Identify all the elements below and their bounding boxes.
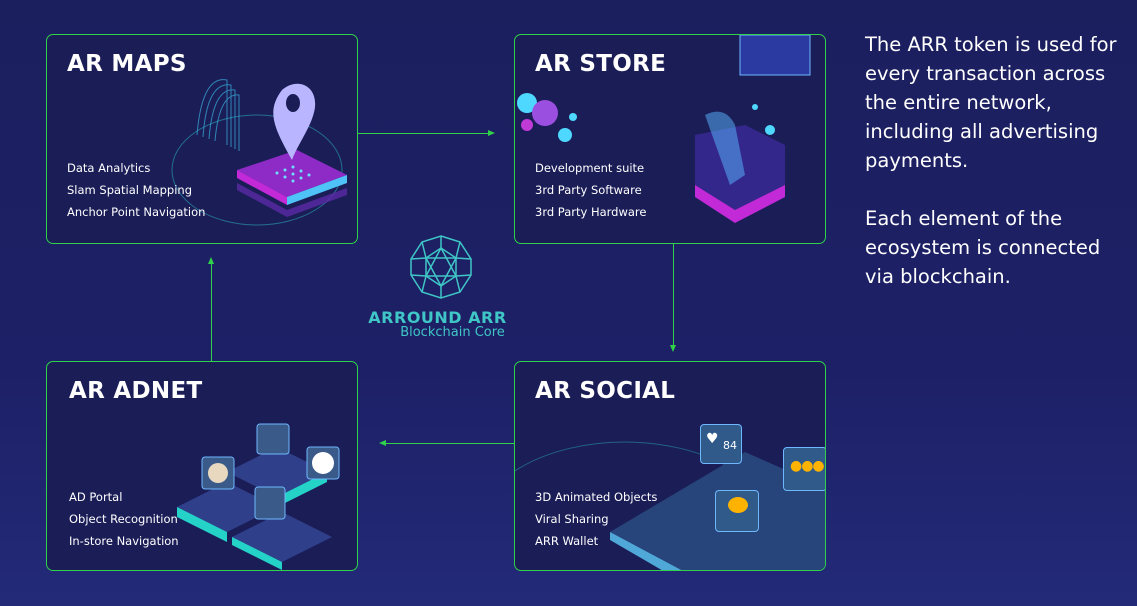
arrow-maps-to-store: [357, 133, 489, 134]
description-paragraph: The ARR token is used for every transact…: [865, 33, 1117, 172]
like-badge: ♥ 84: [700, 424, 742, 464]
arrowhead: [379, 440, 386, 446]
speech-bubble-icon: [728, 497, 748, 513]
card-ar-adnet: AR ADNET AD Portal Object Recognition In…: [46, 361, 358, 571]
chat-badge: ●●●: [783, 447, 825, 491]
feature-item: Slam Spatial Mapping: [67, 183, 193, 197]
card-title: AR ADNET: [69, 378, 203, 404]
ad-network-illustration: [177, 423, 340, 570]
description: The ARR token is used for every transact…: [865, 30, 1125, 320]
card-ar-maps: AR MAPS Data Analytics Slam Spatial Mapp…: [46, 34, 358, 244]
feature-item: Data Analytics: [67, 161, 151, 175]
arrowhead: [670, 345, 676, 352]
feature-item: Viral Sharing: [535, 512, 609, 526]
card-title: AR SOCIAL: [535, 378, 676, 404]
feature-item: 3rd Party Hardware: [535, 205, 647, 219]
arrowhead: [208, 257, 214, 264]
message-badge: [715, 490, 759, 532]
like-count: 84: [723, 439, 737, 452]
description-paragraph: Each element of the ecosystem is connect…: [865, 207, 1101, 288]
core-name: ARROUND ARR: [368, 308, 507, 327]
card-title: AR MAPS: [67, 51, 187, 77]
feature-item: Development suite: [535, 161, 645, 175]
feature-item: ARR Wallet: [535, 534, 599, 548]
feature-item: AD Portal: [69, 490, 123, 504]
arrow-adnet-to-maps: [211, 264, 212, 361]
store-illustration: [517, 35, 811, 223]
feature-item: Object Recognition: [69, 512, 178, 526]
card-title: AR STORE: [535, 51, 667, 77]
blockchain-core-logo: ARROUND ARR Blockchain Core: [365, 234, 510, 340]
map-pin-illustration: [171, 79, 347, 226]
card-ar-store: AR STORE Development suite 3rd Party Sof…: [514, 34, 826, 244]
arrow-store-to-social: [673, 243, 674, 345]
core-subtitle: Blockchain Core: [400, 325, 505, 340]
chat-bubble-icon: ●●●: [790, 458, 825, 474]
arrow-social-to-adnet: [386, 443, 514, 444]
geodesic-sphere-icon: [409, 235, 472, 299]
feature-item: 3D Animated Objects: [535, 490, 658, 504]
card-ar-social: AR SOCIAL ♥ 84 ●●● 3D Animated Objects V…: [514, 361, 826, 571]
feature-item: Anchor Point Navigation: [67, 205, 206, 219]
heart-icon: ♥: [706, 431, 719, 447]
feature-item: 3rd Party Software: [535, 183, 642, 197]
feature-item: In-store Navigation: [69, 534, 179, 548]
arrowhead: [488, 130, 495, 136]
